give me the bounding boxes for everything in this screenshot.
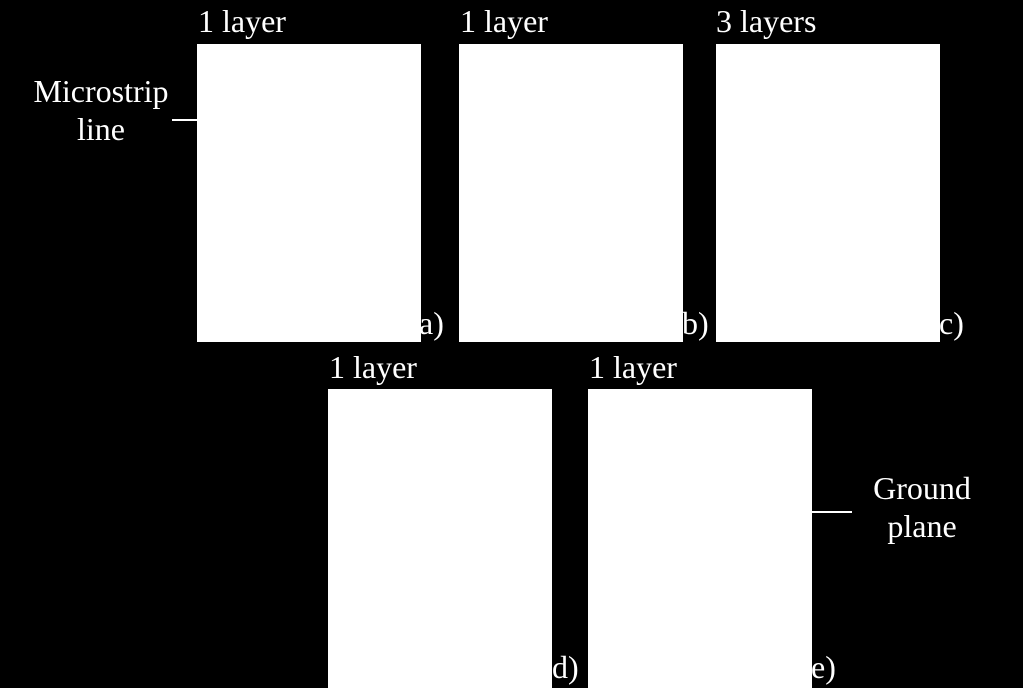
microstrip-label-line2: line (77, 111, 125, 147)
ground-label-line2: plane (887, 508, 957, 544)
layer-label-e: 1 layer (589, 349, 677, 385)
panel-tag-c: c) (939, 305, 964, 341)
panel-tag-d: d) (552, 649, 579, 685)
layer-label-b: 1 layer (460, 3, 548, 39)
panel-a (197, 44, 421, 342)
microstrip-label-line1: Microstrip (33, 73, 169, 109)
layer-label-a: 1 layer (198, 3, 286, 39)
ground-annotation: Ground plane (854, 469, 990, 545)
layer-label-d: 1 layer (329, 349, 417, 385)
panel-c (716, 44, 940, 342)
panel-e (588, 389, 812, 688)
panel-tag-e: e) (811, 649, 836, 685)
ground-label-line1: Ground (873, 470, 971, 506)
layer-label-c: 3 layers (716, 3, 817, 39)
panel-b (459, 44, 683, 342)
panel-tag-a: a) (419, 305, 444, 341)
panel-d (328, 389, 552, 688)
ground-callout-line (812, 511, 852, 513)
microstrip-callout-line (172, 119, 197, 121)
microstrip-annotation: Microstrip line (20, 72, 182, 148)
panel-tag-b: b) (682, 305, 709, 341)
